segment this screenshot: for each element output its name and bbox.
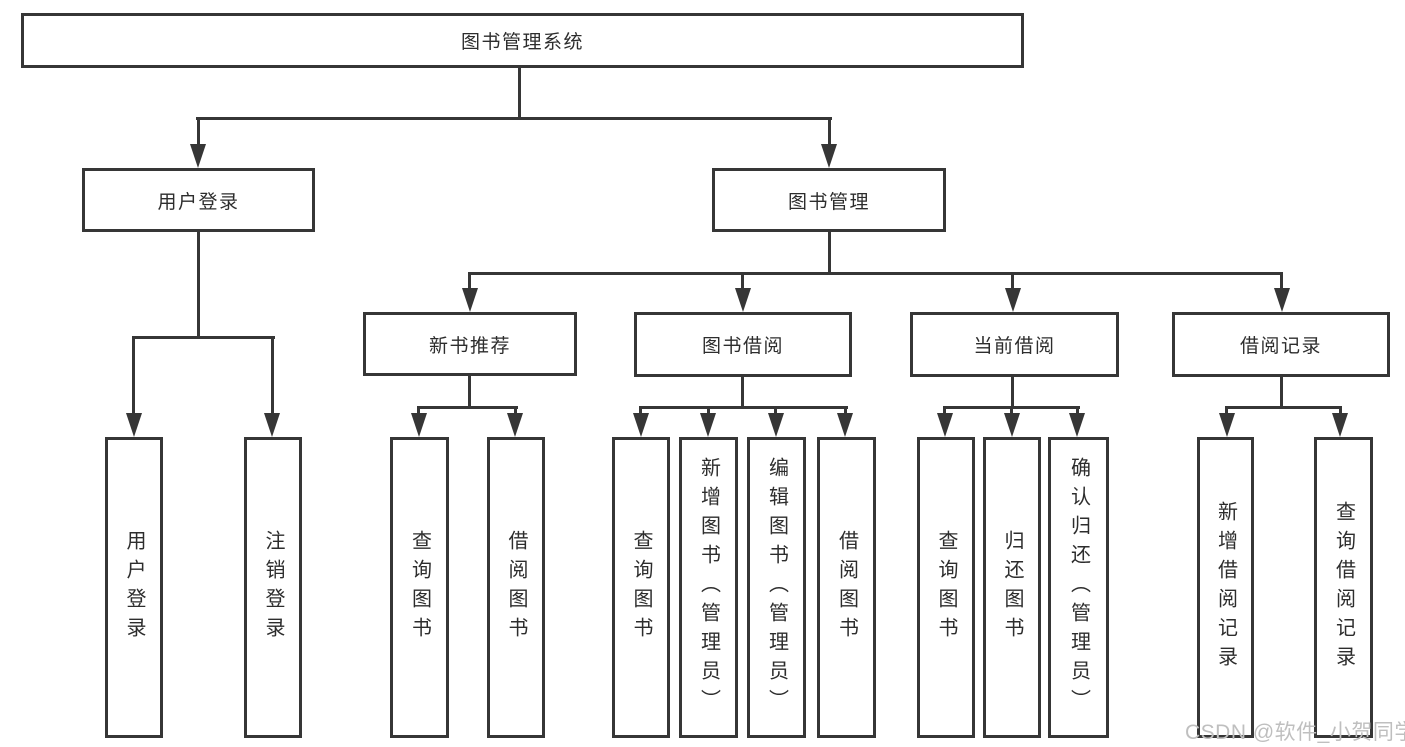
node-label: 编辑图书（管理员） <box>765 457 788 718</box>
node-borrow-records: 借阅记录 <box>1172 312 1390 377</box>
connector-line <box>518 66 521 119</box>
node-label: 查询图书 <box>408 529 431 646</box>
node-root: 图书管理系统 <box>21 13 1024 68</box>
node-label: 确认归还（管理员） <box>1067 457 1090 718</box>
connector-line <box>943 406 946 418</box>
arrow-down-icon <box>1274 288 1290 312</box>
leaf-user-login: 用户登录 <box>105 437 163 738</box>
arrow-down-icon <box>1004 413 1020 437</box>
arrow-down-icon <box>837 413 853 437</box>
connector-line <box>1010 406 1013 418</box>
arrow-down-icon <box>264 413 280 437</box>
connector-line <box>741 272 744 291</box>
connector-line <box>417 406 420 418</box>
arrow-down-icon <box>633 413 649 437</box>
node-label: 新增图书（管理员） <box>697 457 720 718</box>
node-new-book-recommend: 新书推荐 <box>363 312 577 376</box>
connector-line <box>1011 375 1014 409</box>
leaf-query-borrow-record: 查询借阅记录 <box>1314 437 1373 738</box>
node-label: 查询借阅记录 <box>1332 500 1355 675</box>
leaf-query-books-current: 查询图书 <box>917 437 975 738</box>
leaf-query-books-recommend: 查询图书 <box>390 437 449 738</box>
arrow-down-icon <box>507 413 523 437</box>
node-label: 图书管理系统 <box>460 32 584 53</box>
leaf-confirm-return-admin: 确认归还（管理员） <box>1048 437 1109 738</box>
node-label: 查询图书 <box>630 529 652 646</box>
arrow-down-icon <box>190 144 206 168</box>
node-label: 归还图书 <box>1001 529 1023 646</box>
connector-line <box>1280 375 1283 409</box>
connector-line <box>271 336 274 416</box>
connector-line <box>1280 272 1283 291</box>
arrow-down-icon <box>411 413 427 437</box>
arrow-down-icon <box>821 144 837 168</box>
node-label: 图书借阅 <box>701 336 784 357</box>
node-label: 借阅记录 <box>1239 336 1322 357</box>
node-label: 用户登录 <box>157 191 240 213</box>
leaf-add-borrow-record: 新增借阅记录 <box>1197 437 1254 738</box>
node-label: 新增借阅记录 <box>1214 500 1237 675</box>
connector-line <box>774 406 777 418</box>
node-label: 借阅图书 <box>835 529 858 646</box>
leaf-return-books: 归还图书 <box>983 437 1041 738</box>
arrow-down-icon <box>735 288 751 312</box>
arrow-down-icon <box>768 413 784 437</box>
connector-line <box>196 117 832 120</box>
connector-line <box>1076 406 1079 418</box>
leaf-logout: 注销登录 <box>244 437 302 738</box>
arrow-down-icon <box>1332 413 1348 437</box>
arrow-down-icon <box>700 413 716 437</box>
connector-line <box>468 272 1283 275</box>
connector-line <box>197 117 200 147</box>
connector-line <box>828 230 831 275</box>
connector-line <box>132 336 135 416</box>
connector-line <box>1225 406 1342 409</box>
arrow-down-icon <box>1219 413 1235 437</box>
connector-line <box>417 406 518 409</box>
leaf-add-books-admin: 新增图书（管理员） <box>679 437 738 738</box>
node-label: 新书推荐 <box>428 335 511 357</box>
connector-line <box>707 406 710 418</box>
connector-line <box>639 406 642 418</box>
leaf-borrow-books-recommend: 借阅图书 <box>487 437 545 738</box>
node-book-management: 图书管理 <box>712 168 946 232</box>
leaf-borrow-books: 借阅图书 <box>817 437 876 738</box>
connector-line <box>514 406 517 418</box>
connector-line <box>1339 406 1342 418</box>
connector-line <box>468 272 471 291</box>
leaf-query-books-borrow: 查询图书 <box>612 437 670 738</box>
node-user-login: 用户登录 <box>82 168 315 232</box>
connector-line <box>468 374 471 409</box>
arrow-down-icon <box>462 288 478 312</box>
arrow-down-icon <box>126 413 142 437</box>
watermark: CSDN @软件_小贺同学 <box>1185 721 1405 744</box>
node-label: 借阅图书 <box>505 529 527 646</box>
connector-line <box>132 336 275 339</box>
node-current-borrow: 当前借阅 <box>910 312 1119 377</box>
connector-line <box>844 406 847 418</box>
node-label: 注销登录 <box>262 529 284 646</box>
connector-line <box>1011 272 1014 291</box>
connector-line <box>1225 406 1228 418</box>
arrow-down-icon <box>1005 288 1021 312</box>
node-label: 当前借阅 <box>973 336 1056 357</box>
node-label: 用户登录 <box>123 529 145 646</box>
connector-line <box>828 117 831 147</box>
leaf-edit-books-admin: 编辑图书（管理员） <box>747 437 806 738</box>
arrow-down-icon <box>937 413 953 437</box>
node-label: 图书管理 <box>787 191 870 213</box>
connector-line <box>639 406 848 409</box>
node-label: 查询图书 <box>935 529 957 646</box>
connector-line <box>197 230 200 338</box>
arrow-down-icon <box>1069 413 1085 437</box>
node-book-borrow: 图书借阅 <box>634 312 852 377</box>
connector-line <box>741 375 744 409</box>
